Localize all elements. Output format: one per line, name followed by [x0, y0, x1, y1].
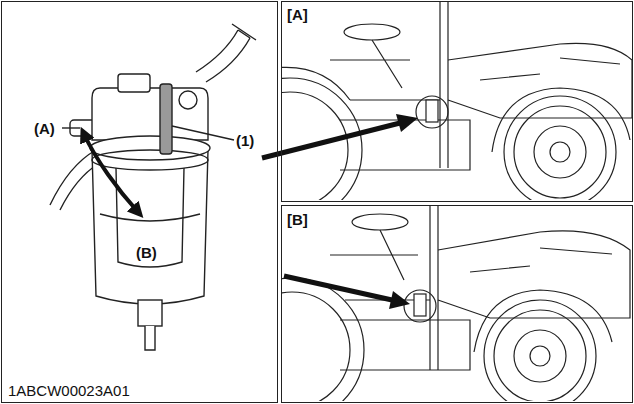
filter-head	[92, 88, 208, 140]
callout-label: (A)	[34, 120, 55, 137]
steering-wheel	[344, 24, 400, 40]
rear-tire	[282, 278, 364, 401]
pointer-arrows	[262, 114, 418, 309]
pointer-arrow	[262, 123, 400, 158]
tractor-view	[282, 2, 632, 200]
drain-plug	[138, 300, 162, 326]
drain-spout	[145, 326, 155, 350]
wheel-hub	[530, 346, 550, 366]
arrow-head	[396, 114, 418, 132]
leader-line	[62, 127, 80, 128]
bowl-line	[100, 214, 200, 221]
view-label: [A]	[287, 6, 308, 23]
retaining-ring	[92, 150, 208, 170]
callout-label: (B)	[136, 244, 157, 261]
pointer-arrow	[284, 276, 392, 300]
hood-line	[470, 248, 612, 272]
location-circle	[404, 290, 436, 322]
lever-motion-arrow	[84, 134, 138, 212]
steering-wheel	[352, 214, 408, 230]
rops-post	[430, 206, 438, 370]
rops-post	[440, 2, 448, 168]
front-tire	[514, 106, 606, 198]
leader-line	[172, 126, 234, 140]
filter-location	[414, 294, 426, 316]
hood-line	[480, 58, 620, 80]
callout-label: (1)	[236, 132, 254, 149]
view-label: [B]	[287, 211, 308, 228]
hose-end	[232, 24, 256, 40]
filter-location	[426, 100, 438, 122]
figure-code: 1ABCW00023A01	[8, 382, 130, 399]
wheel-hub	[514, 330, 566, 382]
steering-column	[330, 230, 418, 280]
bleed-screw	[118, 74, 150, 92]
panel-frame: [A]	[281, 1, 633, 202]
bolt	[179, 91, 197, 109]
arrow-head	[389, 291, 410, 309]
retaining-ring	[90, 136, 210, 160]
panel-frame: [B]	[281, 205, 633, 403]
hood	[448, 43, 632, 118]
wheel-hub	[550, 142, 570, 162]
wheel-hub	[534, 126, 586, 178]
fender	[282, 67, 350, 100]
rear-tire	[282, 78, 362, 200]
tractor-view	[282, 206, 630, 401]
front-tire	[484, 300, 596, 401]
panel-frame: 1ABCW00023A01	[1, 1, 278, 403]
filter-element	[116, 168, 184, 267]
rear-tire	[282, 292, 350, 401]
fuel-filter	[50, 24, 256, 350]
front-tire	[494, 310, 586, 401]
location-circle	[416, 96, 448, 128]
front-tire	[504, 96, 616, 200]
fuel-hose	[50, 150, 98, 210]
cock-lever	[160, 84, 172, 154]
hood	[438, 231, 630, 318]
fuel-hose	[196, 30, 250, 82]
fender	[474, 290, 612, 352]
steering-column	[330, 40, 410, 88]
